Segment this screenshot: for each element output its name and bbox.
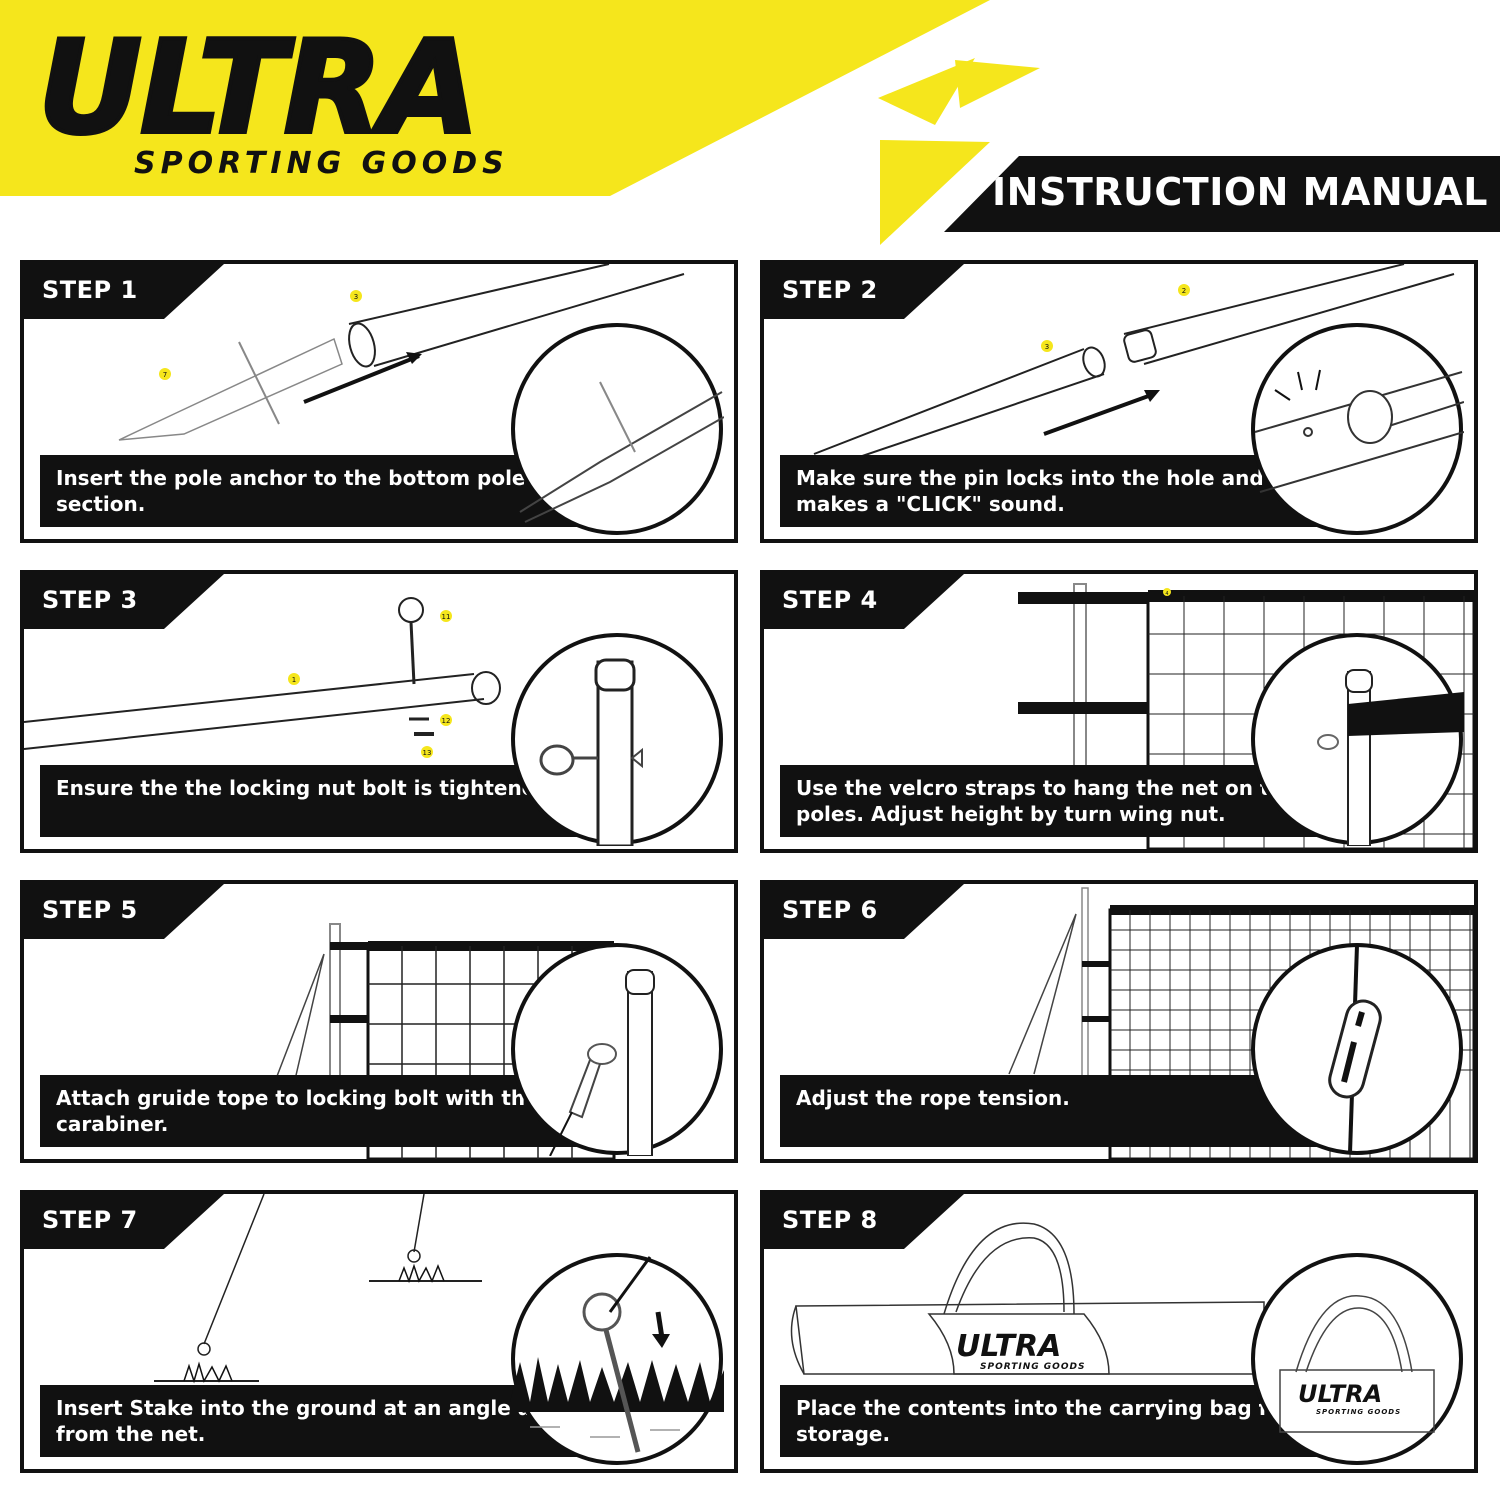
part-badge: [1041, 340, 1053, 352]
step-8-zoom-detail: ULTRA SPORTING GOODS: [1250, 1252, 1464, 1466]
brand-logo: ULTRA SPORTING GOODS: [30, 20, 670, 200]
part-number: 4: [1165, 591, 1168, 597]
logo-wordmark: ULTRA: [38, 20, 477, 163]
step-label: STEP 2: [782, 276, 878, 304]
accent-triangle-3: [880, 140, 990, 245]
part-number: 3: [1045, 343, 1049, 351]
push-arrow: [1043, 392, 1155, 436]
step-8-caption: Place the contents into the carrying bag…: [780, 1385, 1340, 1457]
step-2-panel: 2 3 STEP 2 Make sure the pin locks into …: [760, 260, 1478, 543]
step-5-zoom-detail: [510, 942, 724, 1156]
caption-text: Insert Stake into the ground at an angle…: [56, 1396, 576, 1446]
step-6-panel: STEP 6 Adjust the rope tension.: [760, 880, 1478, 1163]
caption-text: Make sure the pin locks into the hole an…: [796, 466, 1264, 516]
step-7-illustration: [154, 1194, 482, 1384]
pole-cap: [471, 671, 501, 705]
guide-rope: [1008, 913, 1077, 1075]
pole-with-straps: [1018, 583, 1148, 795]
step-7-zoom-detail: [510, 1252, 724, 1466]
upper-pole: [1123, 264, 1455, 365]
part-badge: [1163, 588, 1171, 596]
instruction-manual-banner: INSTRUCTION MANUAL: [944, 156, 1500, 232]
caption-text: Attach gruide tope to locking bolt with …: [56, 1086, 539, 1136]
step-label: STEP 7: [42, 1206, 138, 1234]
velcro-straps: [1082, 961, 1110, 1022]
part-badge: [350, 290, 362, 302]
zoom-bag-logo-tagline: SPORTING GOODS: [1316, 1408, 1401, 1416]
step-6-caption: Adjust the rope tension.: [780, 1075, 1340, 1147]
step-1-zoom-detail: [510, 322, 724, 536]
pole-anchor: [118, 337, 343, 441]
step-1-illustration: 3 7: [118, 264, 685, 441]
step-4-caption: Use the velcro straps to hang the net on…: [780, 765, 1340, 837]
caption-text: Adjust the rope tension.: [796, 1086, 1070, 1110]
bag-logo-wordmark: ULTRA: [956, 1329, 1061, 1364]
step-5-caption: Attach gruide tope to locking bolt with …: [40, 1075, 600, 1147]
lower-pole: [813, 348, 1105, 470]
part-number: 12: [442, 717, 451, 725]
step-3-caption: Ensure the the locking nut bolt is tight…: [40, 765, 600, 837]
eye-bolt-shaft: [409, 621, 416, 685]
part-number: 13: [423, 749, 432, 757]
part-number: 2: [1182, 287, 1186, 295]
step-label: STEP 6: [782, 896, 878, 924]
pole-outline: [348, 264, 685, 367]
step-1-caption: Insert the pole anchor to the bottom pol…: [40, 455, 600, 527]
caption-text: Place the contents into the carrying bag…: [796, 1396, 1291, 1446]
anchor-disc: [238, 341, 280, 425]
step-2-zoom-detail: [1250, 322, 1464, 536]
insert-arrow: [303, 354, 420, 404]
bag-logo-tagline: SPORTING GOODS: [980, 1362, 1085, 1372]
step-5-panel: STEP 5 Attach gruide tope to locking bol…: [20, 880, 738, 1163]
part-badge: [440, 714, 452, 726]
header-background: [0, 0, 1040, 245]
part-number: 11: [442, 613, 451, 621]
part-number: 1: [292, 676, 296, 684]
accent-triangle-1: [878, 58, 975, 125]
step-4-panel: 4 STEP 4 Use the velcro straps to hang t…: [760, 570, 1478, 853]
part-badge: [159, 368, 171, 380]
step-2-caption: Make sure the pin locks into the hole an…: [780, 455, 1340, 527]
step-label: STEP 5: [42, 896, 138, 924]
yellow-banner: [0, 0, 990, 196]
step-7-caption: Insert Stake into the ground at an angle…: [40, 1385, 600, 1457]
part-badge: [440, 610, 452, 622]
step-6-zoom-detail: [1250, 942, 1464, 1156]
logo-tagline: SPORTING GOODS: [134, 146, 509, 181]
guide-rope: [273, 953, 325, 1085]
step-8-panel: ULTRA SPORTING GOODS STEP 8 Place the co…: [760, 1190, 1478, 1473]
step-3-panel: 11 1 12 13 STEP 3 Ensure the the locking…: [20, 570, 738, 853]
accent-triangle-2: [955, 60, 1040, 108]
part-number: 3: [354, 293, 358, 301]
step-1-tab: STEP 1: [24, 264, 224, 319]
part-number: 7: [163, 371, 167, 379]
part-badge: [1178, 284, 1190, 296]
step-label: STEP 1: [42, 276, 138, 304]
caption-text: Insert the pole anchor to the bottom pol…: [56, 466, 526, 516]
pole-section: [24, 673, 485, 750]
step-label: STEP 3: [42, 586, 138, 614]
zoom-bag-logo-wordmark: ULTRA: [1298, 1380, 1382, 1408]
guide-rope-right: [413, 1194, 425, 1253]
pole-pin-end: [1123, 329, 1157, 363]
part-badge: [288, 673, 300, 685]
step-2-illustration: 2 3: [813, 264, 1455, 470]
step-label: STEP 8: [782, 1206, 878, 1234]
pole-end: [348, 322, 376, 368]
step-3-illustration: 11 1 12 13: [24, 597, 501, 758]
eye-bolt-loop: [398, 597, 424, 623]
step-3-zoom-detail: [510, 632, 724, 846]
manual-title: INSTRUCTION MANUAL: [992, 170, 1488, 214]
part-badge: [421, 746, 433, 758]
guide-rope-left: [203, 1194, 265, 1345]
step-7-panel: STEP 7 Insert Stake into the ground at a…: [20, 1190, 738, 1473]
velcro-straps: [330, 942, 368, 1023]
step-4-zoom-detail: [1250, 632, 1464, 846]
caption-text: Use the velcro straps to hang the net on…: [796, 776, 1298, 826]
caption-text: Ensure the the locking nut bolt is tight…: [56, 776, 558, 800]
step-1-panel: 3 7 STEP 1 Insert the pole anchor to the…: [20, 260, 738, 543]
step-label: STEP 4: [782, 586, 878, 614]
